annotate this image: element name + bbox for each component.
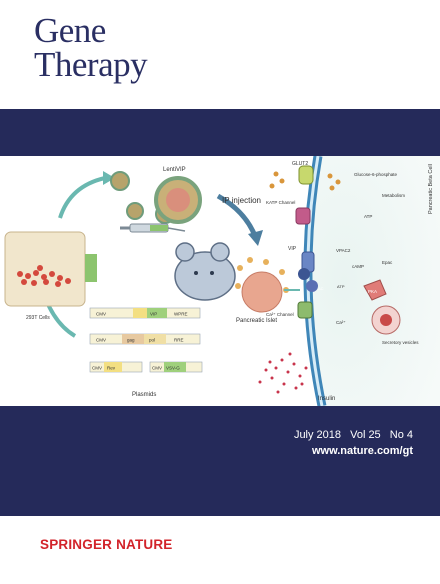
pancreatic-islet-label: Pancreatic Islet	[236, 318, 277, 324]
secretory-label: Secretory vesicles	[382, 340, 419, 345]
plasmid2-part2: gag	[127, 338, 135, 343]
vpac2-label: VPAC2	[336, 248, 351, 253]
journal-title-line2: Therapy	[34, 45, 148, 84]
plasmid1-part2: VIP	[150, 312, 157, 317]
plasmid1-part3: WPRE	[174, 312, 188, 317]
ac-label: AC	[318, 286, 324, 291]
epac-label: Epac	[382, 260, 393, 265]
insulin-label: Insulin	[318, 396, 335, 402]
illustration-svg: LentiVIP IP injection 293T Cells	[4, 156, 440, 406]
camp-label: cAMP	[352, 264, 364, 269]
membrane-proteins	[295, 165, 318, 319]
virus-particles	[110, 171, 202, 224]
ip-arrow	[216, 193, 258, 237]
atp-label: ATP	[364, 214, 372, 219]
top-band	[0, 109, 440, 156]
ca-label: Ca²⁺	[336, 320, 346, 325]
plasmid-panel	[89, 307, 203, 373]
ip-injection-label: IP injection	[222, 196, 261, 205]
glucose-dots	[269, 171, 341, 191]
atp-label-2: ATP	[337, 284, 345, 289]
beta-cell-label: Pancreatic Beta Cell	[428, 164, 434, 214]
pka-label: PKA	[368, 289, 377, 294]
issue-number: No 4	[389, 429, 413, 441]
ca-channel-label: Ca²⁺ Channel	[266, 312, 294, 317]
glucose6p-label: Glucose-6-phosphate	[354, 172, 398, 177]
plasmid3-part4: VSV-G	[166, 366, 180, 371]
cycle-arrow-top	[58, 176, 106, 219]
plasmids-label: Plasmids	[132, 392, 156, 398]
vip-label: VIP	[288, 246, 297, 252]
lentivip-label: LentiVIP	[163, 167, 186, 173]
cells-293t-label: 293T Cells	[26, 315, 50, 321]
plasmid2-part1: CMV	[96, 338, 106, 343]
plasmid3-part1: CMV	[92, 366, 102, 371]
publisher-logo: SPRINGER NATURE	[40, 537, 173, 552]
plasmid3-part3: CMV	[152, 366, 162, 371]
bottom-band: July 2018 Vol 25 No 4 www.nature.com/gt	[0, 406, 440, 516]
pka-shape	[363, 279, 387, 301]
plasmid2-part4: RRE	[174, 338, 184, 343]
journal-title: Gene Therapy	[34, 11, 148, 84]
katp-label: KATP Channel	[266, 200, 295, 205]
issue-date-line: July 2018 Vol 25 No 4	[288, 429, 413, 441]
journal-title-line1: Gene	[34, 11, 106, 50]
mouse	[174, 242, 236, 301]
cell-flask	[4, 231, 97, 307]
issue-month-year: July 2018	[293, 429, 342, 441]
plasmid1-part1: CMV	[96, 312, 106, 317]
plasmid3-part2: Rev	[107, 366, 116, 371]
glut2-label: GLUT2	[292, 161, 308, 167]
beta-cell-region	[303, 156, 440, 406]
cover-illustration: LentiVIP IP injection 293T Cells	[0, 156, 440, 406]
issue-info: July 2018 Vol 25 No 4 www.nature.com/gt	[288, 429, 413, 457]
insulin-granules	[258, 352, 308, 394]
journal-url: www.nature.com/gt	[311, 445, 413, 457]
metabolism-label: Metabolism	[382, 193, 405, 198]
plasmid2-part3: pol	[149, 338, 155, 343]
issue-volume: Vol 25	[350, 429, 381, 441]
syringe	[120, 223, 186, 233]
pancreatic-islet	[235, 257, 289, 313]
